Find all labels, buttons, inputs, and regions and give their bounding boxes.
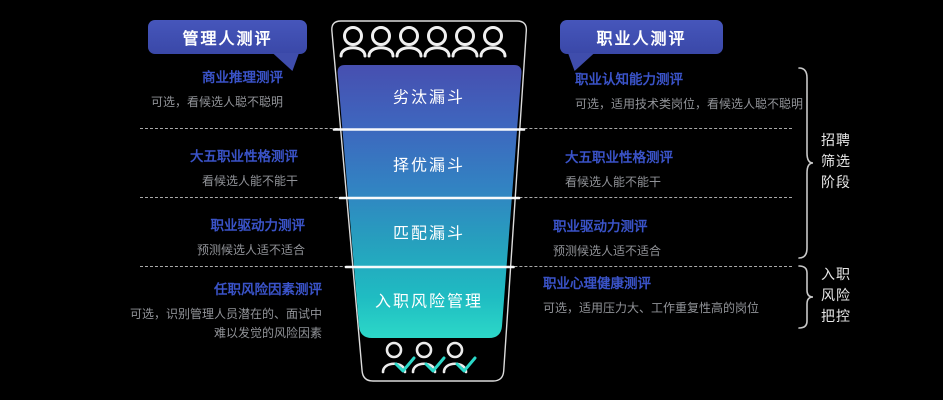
- manager-assessment-badge: 管理人测评: [148, 20, 307, 71]
- list-item: 大五职业性格测评 看候选人能不能干: [78, 149, 298, 191]
- assessment-title: 职业认知能力测评: [575, 72, 683, 88]
- assessment-desc: 可选，识别管理人员潜在的、面试中 难以发觉的风险因素: [129, 307, 322, 340]
- list-item: 职业驱动力测评 预测候选人适不适合: [85, 218, 305, 260]
- recruiting-stage-label: 招聘 筛选 阶段: [821, 133, 851, 191]
- assessment-desc: 看候选人能不能干: [201, 174, 298, 188]
- funnel-band-label: 劣汰漏斗: [393, 88, 465, 107]
- onboarding-risk-brace: [798, 265, 814, 329]
- list-item: 职业认知能力测评 可选，适用技术类岗位，看候选人聪不聪明: [575, 72, 805, 114]
- assessment-title: 职业心理健康测评: [543, 276, 651, 292]
- professional-assessment-badge: 职业人测评: [560, 20, 723, 71]
- funnel-band-label: 匹配漏斗: [393, 224, 465, 243]
- list-item: 大五职业性格测评 看候选人能不能干: [565, 150, 795, 192]
- assessment-title: 商业推理测评: [202, 70, 283, 86]
- funnel-band-label: 择优漏斗: [393, 156, 465, 175]
- assessment-title: 职业驱动力测评: [553, 219, 648, 235]
- onboarding-risk-label: 入职 风险 把控: [821, 267, 851, 325]
- assessment-title: 大五职业性格测评: [190, 149, 298, 165]
- list-item: 商业推理测评 可选，看候选人聪不聪明: [63, 70, 283, 112]
- funnel-graphic: 劣汰漏斗 择优漏斗 匹配漏斗 入职风险管理: [331, 20, 528, 382]
- assessment-title: 任职风险因素测评: [214, 282, 322, 298]
- assessment-desc: 可选，适用技术类岗位，看候选人聪不聪明: [575, 97, 804, 111]
- recruiting-stage-brace: [798, 67, 814, 259]
- list-item: 任职风险因素测评 可选，识别管理人员潜在的、面试中 难以发觉的风险因素: [87, 282, 322, 343]
- badge-label: 职业人测评: [596, 29, 687, 48]
- list-item: 职业驱动力测评 预测候选人适不适合: [553, 219, 783, 261]
- assessment-desc: 预测候选人适不适合: [196, 243, 305, 257]
- assessment-desc: 看候选人能不能干: [565, 175, 662, 189]
- assessment-title: 大五职业性格测评: [565, 150, 673, 166]
- assessment-desc: 可选，适用压力大、工作重复性高的岗位: [543, 301, 760, 315]
- assessment-desc: 预测候选人适不适合: [553, 244, 662, 258]
- badge-label: 管理人测评: [182, 29, 273, 48]
- funnel-band-label: 入职风险管理: [375, 292, 483, 311]
- badge-tail: [272, 53, 299, 71]
- assessment-title: 职业驱动力测评: [210, 218, 306, 234]
- funnel-body: [337, 65, 522, 338]
- assessment-desc: 可选，看候选人聪不聪明: [150, 95, 283, 109]
- list-item: 职业心理健康测评 可选，适用压力大、工作重复性高的岗位: [543, 276, 793, 318]
- badge-tail: [568, 53, 595, 71]
